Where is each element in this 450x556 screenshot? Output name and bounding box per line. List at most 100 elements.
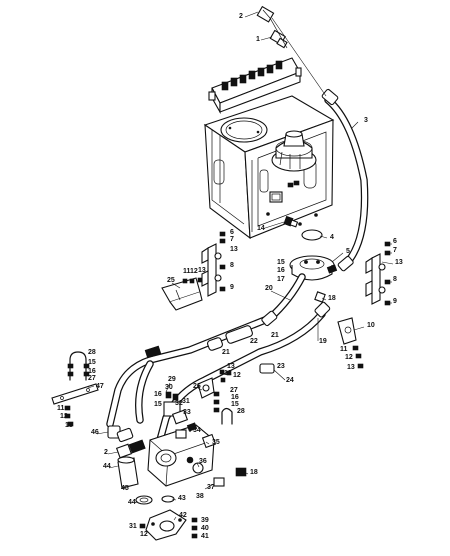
- part-callout-c17a: 17: [277, 276, 285, 283]
- part-callout-c2a: 2: [239, 13, 243, 20]
- part-callout-c16d: 16: [154, 391, 162, 398]
- part-callout-c46: 46: [91, 429, 99, 436]
- hose-fitting-right: [314, 301, 331, 318]
- part-callout-c33: 33: [183, 409, 191, 416]
- part-callout-c47: 47: [96, 383, 104, 390]
- part-callout-c13b: 13: [347, 364, 355, 371]
- drain-plug-fitting: [283, 215, 299, 228]
- return-hose-fitting-upper: [321, 88, 339, 106]
- suction-hose: [135, 360, 154, 424]
- u-bolt-clamp-left: [69, 351, 87, 381]
- part-callout-c6l: 6: [230, 229, 234, 236]
- return-hose-fitting-lower: [337, 255, 354, 272]
- part-callout-c10: 10: [367, 322, 375, 329]
- part-callout-c11d: 11: [224, 370, 232, 377]
- part-callout-c31a: 31: [182, 398, 190, 405]
- part-callout-c15d: 15: [154, 401, 162, 408]
- part-callout-c21a: 21: [271, 332, 279, 339]
- part-callout-c12e: 12: [140, 531, 148, 538]
- part-callout-c14: 14: [257, 225, 265, 232]
- right-bracket-hardware: [384, 241, 391, 306]
- pump-port-block: [163, 391, 181, 417]
- return-hose: [324, 96, 369, 268]
- part-callout-c23: 23: [277, 363, 285, 370]
- part-callout-c13d: 13: [227, 363, 235, 370]
- part-callout-c18a: 18: [328, 295, 336, 302]
- pump-elbow-fitting-left: [107, 425, 134, 443]
- part-callout-c40: 40: [201, 525, 209, 532]
- part-callout-c35: 35: [212, 439, 220, 446]
- pump-adapter-fitting: [115, 439, 146, 459]
- part-callout-c7r: 7: [393, 247, 397, 254]
- pump-case-drain-fitting: [213, 467, 247, 487]
- part-callout-c27b: 27: [230, 387, 238, 394]
- part-callout-c31b: 31: [129, 523, 137, 530]
- part-callout-c7l: 7: [230, 236, 234, 243]
- pump-o-ring: [161, 495, 175, 503]
- part-callout-c12a: 12: [190, 268, 198, 275]
- part-callout-c24: 24: [286, 377, 294, 384]
- part-callout-c9l: 9: [230, 284, 234, 291]
- left-hose-clamp-bracket: [201, 243, 222, 297]
- part-callout-c20: 20: [265, 285, 273, 292]
- part-callout-c28b: 28: [237, 408, 245, 415]
- top-elbow-fitting: [256, 5, 275, 23]
- hose-sleeve-mid-right: [225, 325, 253, 344]
- part-callout-c37: 37: [207, 484, 215, 491]
- part-callout-c16a: 16: [277, 267, 285, 274]
- part-callout-c38: 38: [196, 493, 204, 500]
- part-callout-c41: 41: [201, 533, 209, 540]
- part-callout-c22: 22: [250, 338, 258, 345]
- hose-sleeve-mid-left: [207, 337, 223, 351]
- part-callout-c34: 34: [193, 427, 201, 434]
- part-callout-c15a: 15: [277, 259, 285, 266]
- part-callout-c43: 43: [178, 495, 186, 502]
- hydraulic-pump-assembly: [147, 424, 217, 487]
- part-callout-c25: 25: [167, 277, 175, 284]
- callout-leader-lines: [87, 11, 365, 521]
- part-callout-c28a: 28: [88, 349, 96, 356]
- part-callout-c12b: 12: [345, 354, 353, 361]
- bracket-hardware-stack: [182, 277, 203, 284]
- part-callout-c39: 39: [201, 517, 209, 524]
- part-callout-c26: 26: [193, 383, 201, 390]
- part-callout-c11b: 11: [340, 346, 348, 353]
- clamp-plate: [51, 383, 99, 405]
- leader-line: [271, 17, 327, 97]
- reservoir-filter-breather: [271, 130, 317, 172]
- part-callout-c32: 32: [175, 400, 183, 407]
- part-callout-c9r: 9: [393, 298, 397, 305]
- part-callout-c6r: 6: [393, 238, 397, 245]
- hose-clip-fitting: [259, 363, 286, 381]
- part-callout-c12c: 12: [60, 413, 68, 420]
- center-clamp-hardware: [219, 369, 232, 383]
- hydraulic-reservoir-tank: [203, 95, 335, 240]
- part-callout-c1: 1: [256, 36, 260, 43]
- u-bolt-clamp-right: [221, 407, 233, 425]
- top-fitting-axis-line: [269, 17, 288, 49]
- bracket-10-hardware: [352, 345, 364, 369]
- valve-bank-ports: [221, 60, 283, 91]
- part-callout-c36: 36: [199, 458, 207, 465]
- part-callout-c13a: 13: [198, 267, 206, 274]
- part-callout-c3: 3: [364, 117, 368, 124]
- part-callout-c27a: 27: [88, 375, 96, 382]
- hose-sleeve-upper: [261, 310, 278, 327]
- part-callout-c13c: 13: [65, 422, 73, 429]
- hose-end-fitting-18: [314, 291, 326, 303]
- u-bolt-nuts-left: [67, 363, 90, 377]
- part-callout-c15c: 15: [231, 401, 239, 408]
- flange-hardware: [139, 517, 198, 539]
- part-callout-c13r: 13: [395, 259, 403, 266]
- part-callout-c12d: 12: [233, 372, 241, 379]
- part-callout-c21b: 21: [222, 349, 230, 356]
- right-hose-clamp-bracket: [365, 253, 386, 305]
- part-callout-c42: 42: [179, 512, 187, 519]
- part-callout-c44b: 44: [128, 499, 136, 506]
- clamp-plate-hardware: [64, 405, 74, 427]
- control-valve-bank: [208, 57, 302, 115]
- filter-head-assembly: [289, 229, 338, 281]
- left-bracket-hardware: [219, 231, 226, 292]
